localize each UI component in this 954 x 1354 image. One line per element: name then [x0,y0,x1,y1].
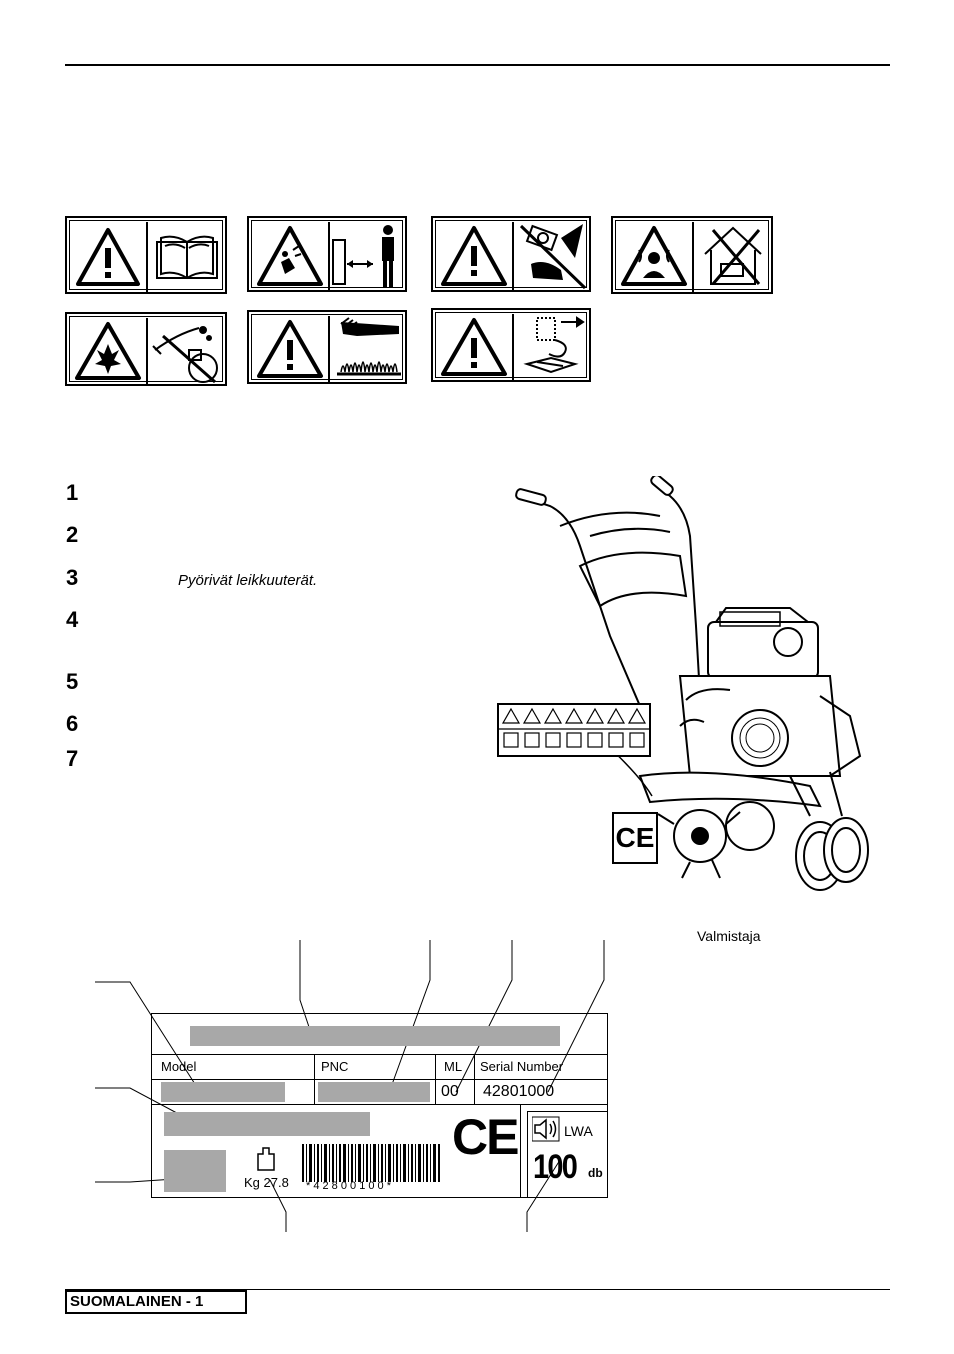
warning-triangle-icon [76,228,140,286]
sign-hot-surface [247,310,407,384]
read-manual-icon [156,235,218,280]
barcode [302,1144,440,1182]
flammable-warning-icon [75,322,141,380]
footer-language-page: SUOMALAINEN - 1 [65,1290,247,1314]
list-number-7: 7 [66,746,79,771]
barcode-text: * 4 2 8 0 0 1 0 0 * [306,1180,392,1192]
manufacturer-label: Valmistaja [697,928,761,944]
no-hands-feet-near-tines-icon [519,224,587,290]
list-text-3: Pyörivät leikkuuterät. [178,572,318,589]
disconnect-spark-plug-icon [523,316,585,374]
plate-bottom-divider [152,1104,607,1105]
list-number-1: 1 [66,480,79,505]
plate-divider-1 [314,1054,315,1104]
toxic-fumes-warning-icon [621,226,687,286]
sign-keep-distance [247,216,407,292]
plate-divider-3 [474,1054,475,1104]
plate-ml-header: ML [444,1059,463,1074]
rating-plate: Model PNC ML Serial Number 00 42801000 K… [151,1013,608,1198]
hot-surface-icon [337,317,401,376]
plate-ml-value: 00 [441,1083,459,1100]
list-number-5: 5 [66,669,79,694]
sign-read-manual [65,216,227,294]
sign-toxic-fumes [611,216,773,294]
plate-pnc-field [318,1082,430,1102]
machine-decal-strip [497,703,651,757]
sign-flammable [65,312,227,386]
tiller-illustration [490,474,890,896]
plate-year-field [164,1112,370,1136]
plate-model-field [161,1082,285,1102]
list-number-4: 4 [66,607,79,632]
plate-manufacturer-field [190,1026,560,1046]
list-number-3: 3 [66,565,79,590]
sign-rotating-tines [431,216,591,292]
weight-icon [257,1147,275,1171]
sound-power-box: LWA 100 db [527,1111,608,1198]
machine-ce-mark: CE [612,812,658,864]
thrown-objects-warning-icon [257,226,323,286]
plate-serial-value: 42801000 [483,1083,555,1100]
plate-ce-mark: CE [452,1109,519,1165]
footer-page: - 1 [185,1293,204,1310]
plate-pnc-header: PNC [321,1059,349,1074]
sound-unit: db [588,1166,603,1180]
plate-header-row [152,1054,607,1080]
plate-serial-header: Serial Number [480,1059,564,1074]
warning-triangle-icon [441,318,507,376]
no-refuel-hot-engine-icon [152,326,218,384]
no-indoor-use-icon [704,226,762,285]
sound-label: LWA [564,1123,593,1139]
sign-spark-plug [431,308,591,382]
speaker-icon [532,1116,560,1142]
warning-triangle-icon [257,320,323,378]
plate-power-field [164,1150,226,1192]
keep-distance-icon [332,225,394,287]
plate-model-header: Model [161,1059,197,1074]
top-rule [65,64,890,66]
plate-divider-2 [435,1054,436,1104]
warning-triangle-icon [441,226,507,286]
plate-weight: Kg 27.8 [244,1175,289,1190]
footer-language: SUOMALAINEN [70,1293,182,1310]
sound-value: 100 [533,1148,578,1186]
bottom-rule [65,1289,890,1290]
plate-right-divider [520,1104,521,1198]
list-number-6: 6 [66,711,79,736]
list-number-2: 2 [66,522,79,547]
